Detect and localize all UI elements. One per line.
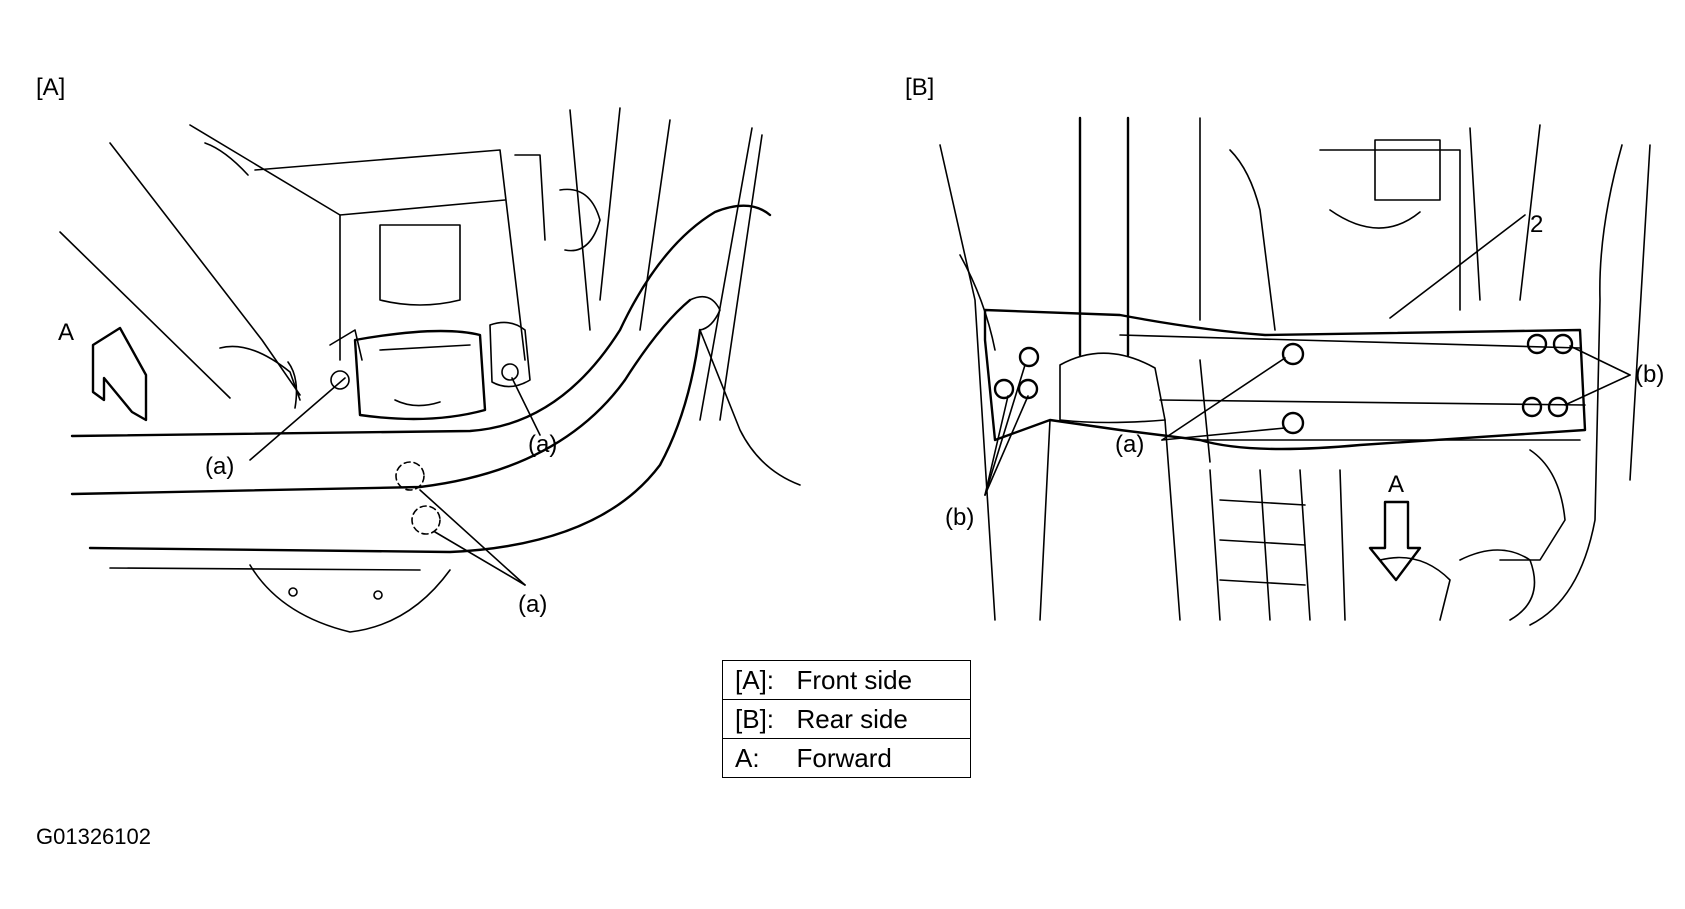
front-side-drawing (59, 107, 801, 633)
legend-row: A: Forward (722, 738, 971, 778)
legend-key: [B]: (722, 699, 783, 739)
rear-forward-arrow-label: A (1388, 471, 1404, 498)
legend-value: Front side (782, 660, 971, 700)
rear-callout-part-2: 2 (1530, 211, 1543, 238)
front-forward-arrow-label: A (58, 319, 74, 346)
rear-callout-a: (a) (1115, 431, 1144, 458)
legend-row: [A]: Front side (722, 660, 971, 700)
rear-callout-b-left: (b) (945, 504, 974, 531)
legend-value: Forward (782, 738, 971, 778)
figure-id: G01326102 (36, 824, 151, 849)
rear-callout-b-right: (b) (1635, 361, 1664, 388)
front-callout-a-bottom: (a) (518, 591, 547, 618)
legend-key: A: (722, 738, 783, 778)
legend-table: [A]: Front side [B]: Rear side A: Forwar… (722, 660, 971, 778)
rear-side-drawing (939, 116, 1651, 626)
front-callout-a-right: (a) (528, 431, 557, 458)
panel-b-label: [B] (905, 74, 935, 101)
panel-a-label: [A] (36, 74, 66, 101)
legend-row: [B]: Rear side (722, 699, 971, 739)
legend-value: Rear side (782, 699, 971, 739)
legend-key: [A]: (722, 660, 783, 700)
front-callout-a-left: (a) (205, 453, 234, 480)
